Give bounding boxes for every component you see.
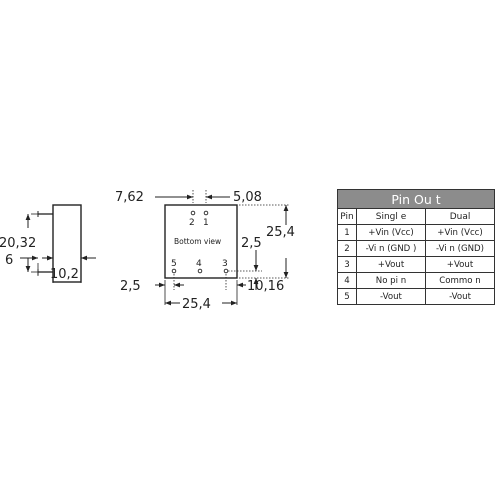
bottom-view: Bottom view 2 1 5 4 3 7,62 5,08 25,4 2,5 <box>115 190 295 312</box>
pin-number: 4 <box>337 272 357 289</box>
table-row: 2 -Vi n (GND ) -Vi n (GND) <box>337 240 496 257</box>
single-cell: -Vout <box>356 288 426 305</box>
pin-label-4: 4 <box>196 259 202 269</box>
side-height-dim: 20,32 <box>0 236 36 251</box>
dual-cell: -Vi n (GND) <box>424 240 496 257</box>
pin-label-3: 3 <box>222 259 228 269</box>
pin-out-table: Pin Ou t Pin Singl e Dual 1 +Vin (Vcc) +… <box>336 189 496 305</box>
dual-cell: +Vin (Vcc) <box>424 224 496 241</box>
pin-hole-1 <box>203 210 209 216</box>
pin-number: 1 <box>337 224 357 241</box>
pin-label-1: 1 <box>203 218 209 228</box>
dim-right-offset: 10,16 <box>247 279 284 294</box>
pin-hole-4 <box>197 268 203 274</box>
side-view: 20,32 6 10,2 <box>0 204 96 283</box>
dim-left-offset: 7,62 <box>115 190 144 205</box>
pin-hole-5 <box>171 268 177 274</box>
col-header-dual: Dual <box>424 208 496 225</box>
table-row: 5 -Vout -Vout <box>337 288 496 305</box>
dual-cell: -Vout <box>424 288 496 305</box>
bottom-view-body <box>164 204 238 279</box>
dim-pin-row-offset: 2,5 <box>241 236 262 251</box>
table-row: 4 No pi n Commo n <box>337 272 496 289</box>
table-row: 3 +Vout +Vout <box>337 256 496 273</box>
single-cell: +Vin (Vcc) <box>356 224 426 241</box>
pin-hole-3 <box>223 268 229 274</box>
side-width-dim: 10,2 <box>50 267 79 282</box>
single-cell: +Vout <box>356 256 426 273</box>
pin-label-5: 5 <box>171 259 177 269</box>
pin-hole-2 <box>190 210 196 216</box>
dual-cell: Commo n <box>424 272 496 289</box>
pin-number: 5 <box>337 288 357 305</box>
bottom-view-label: Bottom view <box>174 237 221 246</box>
dim-height: 25,4 <box>266 225 295 240</box>
pin-out-title: Pin Ou t <box>336 189 496 209</box>
dual-cell: +Vout <box>424 256 496 273</box>
pin-label-2: 2 <box>189 218 195 228</box>
single-cell: -Vi n (GND ) <box>356 240 426 257</box>
col-header-pin: Pin <box>337 208 357 225</box>
col-header-single: Singl e <box>356 208 426 225</box>
side-pin-length-dim: 6 <box>5 253 13 268</box>
pin-number: 3 <box>337 256 357 273</box>
dim-width: 25,4 <box>182 297 211 312</box>
pin-number: 2 <box>337 240 357 257</box>
dim-left-margin: 2,5 <box>120 279 141 294</box>
dim-pin-spacing-top: 5,08 <box>233 190 262 205</box>
side-view-body <box>52 204 82 283</box>
single-cell: No pi n <box>356 272 426 289</box>
table-row: 1 +Vin (Vcc) +Vin (Vcc) <box>337 224 496 241</box>
